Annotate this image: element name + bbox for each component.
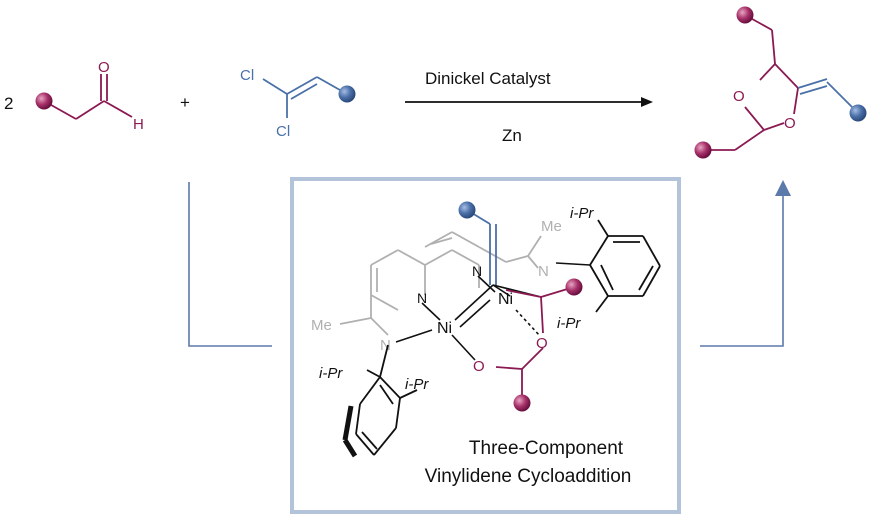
right-bracket-line: [700, 186, 784, 347]
catalyst-frame: [290, 177, 681, 514]
acetal-ligand: [495, 286, 575, 400]
vinylidene-ball: [458, 201, 476, 219]
caption-line-2: Vinylidene Cycloaddition: [425, 466, 632, 487]
caption-line-1: Three-Component: [469, 438, 624, 459]
coefficient-label: 2: [4, 94, 13, 113]
product-structure: [703, 14, 859, 151]
acetal-ball-lower: [513, 394, 531, 412]
aryl-ring-left: [342, 344, 418, 458]
naphthyridine-n1-label: N: [417, 290, 427, 306]
product-ball-top: [736, 6, 754, 24]
isopropyl-top-label: i-Pr: [570, 205, 594, 222]
left-bracket-line: [188, 182, 272, 347]
imine-n-right-label: N: [538, 263, 549, 280]
dichloroalkene-structure: [262, 76, 348, 118]
aldehyde-structure: [43, 74, 133, 120]
aryl-ring-right: [589, 219, 661, 313]
chlorine-label-2: Cl: [276, 123, 290, 140]
aldehyde-hydrogen-label: H: [133, 116, 144, 133]
product-ball-left: [694, 141, 712, 159]
product-ball-blue: [849, 104, 867, 122]
alkene-substituent-ball: [338, 85, 356, 103]
acetal-ball-upper: [565, 278, 583, 296]
aldehyde-oxygen-label: O: [98, 59, 110, 76]
isopropyl-left1-label: i-Pr: [319, 365, 343, 382]
plus-sign: +: [180, 93, 190, 112]
naphthyridine-n2-label: N: [472, 263, 482, 279]
imine-n-left-label: N: [380, 337, 391, 354]
nickel-lower-label: Ni: [437, 320, 452, 337]
oxygen-right-label: O: [536, 335, 548, 352]
product-oxygen-label-2: O: [784, 115, 796, 132]
reagent-catalyst-label: Dinickel Catalyst: [425, 69, 551, 88]
nickel-upper-label: Ni: [498, 291, 513, 308]
reagent-zn-label: Zn: [502, 126, 522, 145]
isopropyl-left2-label: i-Pr: [405, 376, 429, 393]
right-bracket-arrowhead: [775, 180, 791, 196]
product-oxygen-label-1: O: [733, 88, 745, 105]
oxygen-left-label: O: [473, 358, 485, 375]
aldehyde-substituent-ball: [35, 92, 53, 110]
naphthyridine-core: [339, 231, 542, 336]
methyl-right-label: Me: [541, 218, 562, 235]
methyl-left-label: Me: [311, 317, 332, 334]
isopropyl-right-lower-label: i-Pr: [557, 315, 581, 332]
chlorine-label-1: Cl: [240, 67, 254, 84]
